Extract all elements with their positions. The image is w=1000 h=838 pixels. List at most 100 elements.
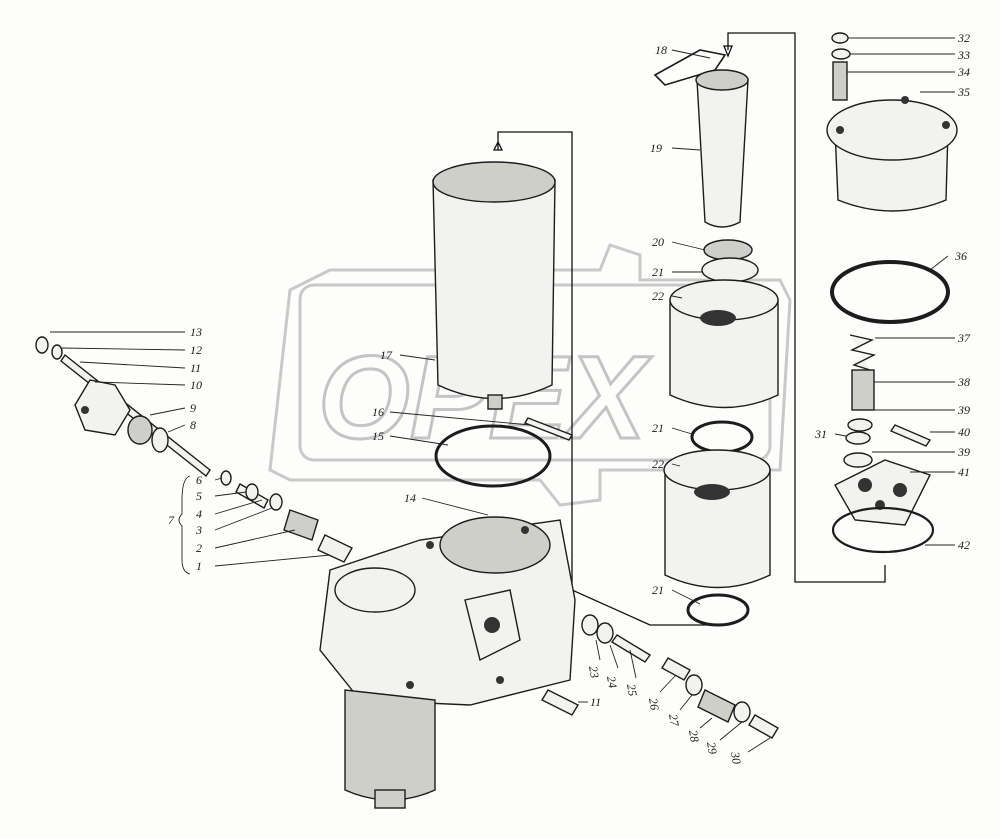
part-17-cup: [432, 179, 556, 400]
label-17: 17: [380, 348, 393, 362]
part-41-hole-2: [893, 483, 907, 497]
label-12: 12: [190, 343, 202, 357]
label-31: 31: [814, 427, 827, 441]
part-19-tube: [696, 79, 749, 228]
housing-bolt-hole-3: [406, 681, 414, 689]
label-6: 6: [196, 473, 202, 487]
label-23: 23: [586, 665, 602, 679]
housing-drain-plug: [374, 789, 406, 809]
label-29: 29: [704, 741, 720, 755]
label-22-bottom: 22: [652, 457, 664, 471]
label-8: 8: [190, 418, 196, 432]
flow-arrow-right: [723, 45, 733, 58]
label-14: 14: [404, 491, 416, 505]
label-20: 20: [652, 235, 664, 249]
part-22-element-top-bore: [700, 310, 736, 326]
part-13-nut: [35, 336, 49, 354]
housing-port: [484, 617, 500, 633]
label-5: 5: [196, 489, 202, 503]
part-25-needle: [610, 634, 652, 663]
label-36: 36: [954, 249, 967, 263]
label-28: 28: [686, 729, 702, 743]
part-27-washer: [685, 674, 703, 696]
filter-housing: [319, 516, 579, 809]
label-30: 30: [728, 750, 744, 765]
housing-cover: [334, 567, 416, 613]
label-39-top: 39: [957, 403, 970, 417]
part-37-spring: [849, 334, 877, 371]
part-39-washer-top: [847, 418, 873, 432]
label-19: 19: [650, 141, 662, 155]
label-42: 42: [958, 538, 970, 552]
label-26: 26: [646, 697, 662, 711]
label-15: 15: [372, 429, 384, 443]
housing-bolt-hole-2: [521, 526, 529, 534]
part-9-seal: [127, 415, 153, 445]
label-35: 35: [957, 85, 970, 99]
label-7: 7: [168, 513, 175, 527]
part-15-ring: [434, 424, 552, 488]
label-33: 33: [957, 48, 970, 62]
part-31-ring: [845, 431, 871, 445]
label-21-middle: 21: [652, 421, 664, 435]
filter-cup: [432, 161, 574, 488]
part-33-washer: [831, 48, 851, 60]
label-1: 1: [196, 559, 202, 573]
center-filter-stack: [653, 49, 779, 627]
part-12-washer: [51, 344, 63, 360]
part-19-tube-top: [695, 69, 749, 91]
part-11-stud-lower: [541, 689, 579, 716]
part-22-element-top: [669, 299, 779, 409]
label-22-top: 22: [652, 289, 664, 303]
label-41: 41: [958, 465, 970, 479]
label-24: 24: [604, 675, 620, 689]
label-21-bottom: 21: [652, 583, 664, 597]
part-21-seal-bottom: [686, 593, 750, 627]
housing-bore: [439, 516, 551, 574]
flow-arrow-left: [492, 140, 504, 151]
part-34-stud: [832, 61, 848, 101]
part-36-gasket: [830, 260, 950, 324]
part-42-o-ring: [831, 506, 935, 554]
part-8-ring: [151, 427, 169, 453]
part-20-washer: [703, 239, 753, 261]
flow-lines: [492, 32, 886, 626]
part-26-spring: [661, 657, 691, 681]
part-30-screw: [748, 714, 779, 739]
label-34: 34: [957, 65, 970, 79]
part-28-body: [697, 689, 736, 723]
part-17-cup-nipple: [487, 394, 503, 410]
callout-labels: 32 33 34 35 18 19 20 21 22 36 37 38 39 4…: [168, 31, 971, 765]
part-22-element-bottom-bore: [694, 484, 730, 500]
part-16-pin: [523, 417, 574, 441]
left-bolt-assembly: [35, 336, 353, 563]
label-39-bottom: 39: [957, 445, 970, 459]
label-4: 4: [196, 507, 202, 521]
part-2-sleeve: [283, 509, 319, 541]
part-24-seat: [596, 622, 614, 644]
label-40: 40: [958, 425, 970, 439]
part-41-hole-1: [858, 478, 872, 492]
part-35-hole-2: [901, 96, 909, 104]
label-32: 32: [957, 31, 970, 45]
housing-bowl: [344, 689, 436, 801]
label-21-top: 21: [652, 265, 664, 279]
relief-valve-parts: [581, 614, 779, 739]
flow-line-right: [727, 32, 886, 583]
part-38-plunger: [851, 369, 875, 411]
part-39-washer-bottom: [843, 452, 873, 468]
label-18: 18: [655, 43, 667, 57]
part-10-flange: [74, 379, 131, 436]
flow-line-left: [497, 131, 718, 626]
part-1-plug: [317, 534, 353, 563]
label-37: 37: [957, 331, 971, 345]
leader-lines: [50, 37, 955, 753]
label-11-bottom: 11: [590, 695, 601, 709]
part-22-element-bottom: [664, 469, 771, 589]
label-38: 38: [957, 375, 970, 389]
label-11-top: 11: [190, 361, 201, 375]
part-32-nut: [831, 32, 849, 44]
part-35-hole-3: [942, 121, 950, 129]
part-10-hole: [81, 406, 89, 414]
